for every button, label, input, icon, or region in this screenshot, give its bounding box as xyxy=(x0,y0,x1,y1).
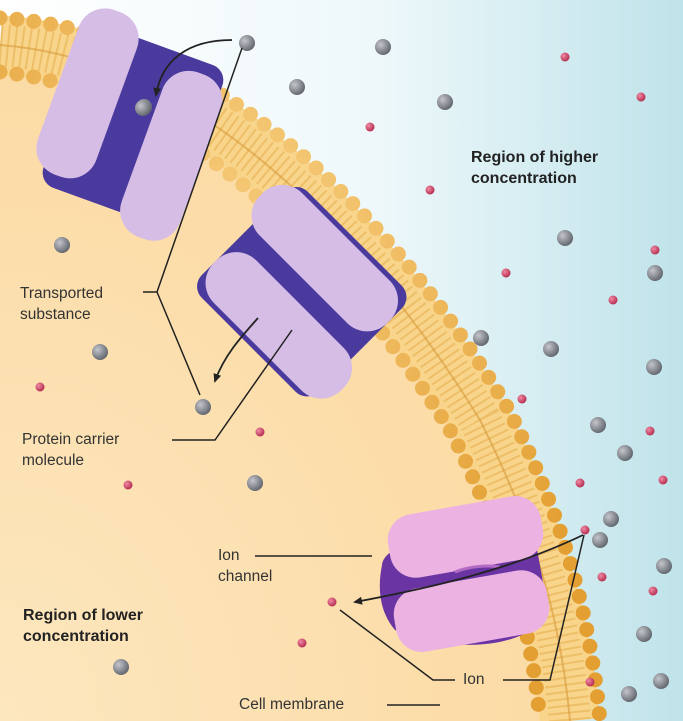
ion-channel-label: Ion channel xyxy=(218,545,272,587)
solute-particle xyxy=(473,330,489,346)
region-lower-line-1: Region of lower xyxy=(23,605,143,626)
ion-particle xyxy=(36,383,45,392)
ion-particle xyxy=(576,479,585,488)
ion-label: Ion xyxy=(463,669,485,690)
ion-particle xyxy=(609,296,618,305)
solute-particle xyxy=(656,558,672,574)
region-higher-label: Region of higher concentration xyxy=(471,147,598,189)
ion-particle xyxy=(256,428,265,437)
solute-particle xyxy=(289,79,305,95)
ion-particle xyxy=(659,476,668,485)
region-higher-line-1: Region of higher xyxy=(471,147,598,168)
region-higher-line-2: concentration xyxy=(471,168,598,189)
ion-particle xyxy=(366,123,375,132)
solute-particle xyxy=(646,359,662,375)
ion-particle xyxy=(502,269,511,278)
solute-particle xyxy=(653,673,669,689)
protein-carrier-line-2: molecule xyxy=(22,450,119,471)
ion-particle xyxy=(598,573,607,582)
solute-particle xyxy=(557,230,573,246)
solute-particle xyxy=(54,237,70,253)
ion-particle xyxy=(646,427,655,436)
ion-particle xyxy=(298,639,307,648)
region-lower-line-2: concentration xyxy=(23,626,143,647)
ion-particle xyxy=(518,395,527,404)
solute-particle xyxy=(247,475,263,491)
ion-particle xyxy=(637,93,646,102)
cell-membrane-label: Cell membrane xyxy=(239,694,344,715)
solute-particle xyxy=(592,532,608,548)
solute-particle xyxy=(375,39,391,55)
solute-particle xyxy=(603,511,619,527)
ion-particle xyxy=(561,53,570,62)
solute-particle xyxy=(621,686,637,702)
ion-channel xyxy=(380,492,554,656)
solute-particle xyxy=(437,94,453,110)
ion-particle xyxy=(581,526,590,535)
ion-particle xyxy=(124,481,133,490)
transported-substance-label: Transported substance xyxy=(20,283,103,325)
ion-particle xyxy=(328,598,337,607)
solute-particle xyxy=(636,626,652,642)
protein-carrier-label: Protein carrier molecule xyxy=(22,429,119,471)
region-lower-label: Region of lower concentration xyxy=(23,605,143,647)
solute-particle xyxy=(647,265,663,281)
transported-line-1: Transported xyxy=(20,283,103,304)
ion-channel-line-1: Ion xyxy=(218,545,272,566)
solute-particle xyxy=(617,445,633,461)
solute-particle xyxy=(590,417,606,433)
solute-particle xyxy=(113,659,129,675)
solute-in-carrier xyxy=(135,100,151,116)
ion-channel-line-2: channel xyxy=(218,566,272,587)
ion-particle xyxy=(651,246,660,255)
ion-particle xyxy=(426,186,435,195)
solute-particle xyxy=(195,399,211,415)
solute-particle xyxy=(92,344,108,360)
protein-carrier-line-1: Protein carrier xyxy=(22,429,119,450)
transported-line-2: substance xyxy=(20,304,103,325)
solute-particle xyxy=(543,341,559,357)
ion-particle xyxy=(586,678,595,687)
ion-particle xyxy=(649,587,658,596)
